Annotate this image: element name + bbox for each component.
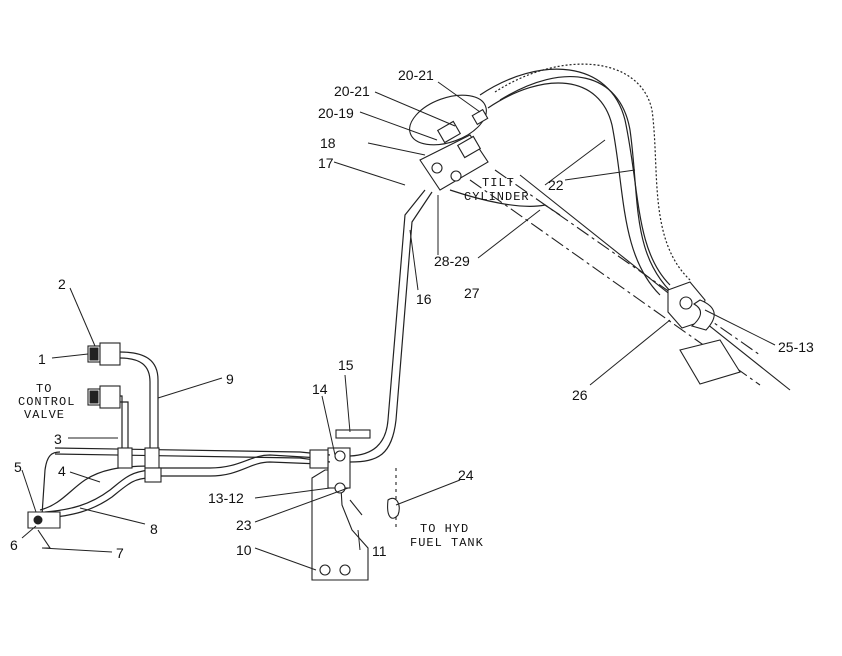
note-tilt-cylinder: TILT CYLINDER: [464, 176, 530, 204]
callout-7: 7: [116, 545, 124, 561]
callout-6: 6: [10, 537, 18, 553]
tube-16-17: [349, 189, 561, 463]
leader-lines: [21, 81, 776, 571]
mounting-bracket: [311, 429, 371, 581]
callout-18: 18: [320, 135, 336, 151]
note-tilt-cylinder-line-2: CYLINDER: [464, 190, 530, 204]
callout-26: 26: [572, 387, 588, 403]
callout-4: 4: [58, 463, 66, 479]
note-tilt-cylinder-line-1: TILT: [482, 176, 515, 190]
callout-23: 23: [236, 517, 252, 533]
callout-16: 16: [416, 291, 432, 307]
callout-25-13: 25-13: [778, 339, 814, 355]
tilt-cylinder-assembly: [409, 63, 791, 391]
callout-9: 9: [226, 371, 234, 387]
clip-5-6-7: [27, 511, 61, 549]
fittings-left: [87, 342, 121, 409]
callout-11: 11: [372, 543, 387, 559]
callout-8: 8: [150, 521, 158, 537]
callout-17: 17: [318, 155, 334, 171]
callout-2: 2: [58, 276, 66, 292]
callout-1: 1: [38, 351, 46, 367]
tubes-left: [39, 351, 331, 519]
callout-14: 14: [312, 381, 328, 397]
callout-20-21-left: 20-21: [334, 83, 370, 99]
note-fuel-tank-line-2: FUEL TANK: [410, 536, 484, 550]
callout-27: 27: [464, 285, 480, 301]
fuel-tank-fitting: [387, 468, 400, 530]
callout-24: 24: [458, 467, 474, 483]
callout-10: 10: [236, 542, 252, 558]
valve-block: [419, 108, 489, 191]
note-control-valve-line-1: TO: [36, 382, 52, 396]
callout-22: 22: [548, 177, 564, 193]
callout-13-12: 13-12: [208, 490, 244, 506]
callout-labels: 2 1 3 4 5 6 7 8 9 10 11 13-12 14 15 16 1…: [10, 67, 814, 561]
note-control-valve-line-3: VALVE: [24, 408, 65, 422]
note-fuel-tank-line-1: TO HYD: [420, 522, 469, 536]
callout-20-21-right: 20-21: [398, 67, 434, 83]
note-control-valve-line-2: CONTROL: [18, 395, 75, 409]
callout-28-29: 28-29: [434, 253, 470, 269]
callout-20-19: 20-19: [318, 105, 354, 121]
callout-15: 15: [338, 357, 354, 373]
note-hyd-fuel-tank: TO HYD FUEL TANK: [410, 522, 484, 550]
callout-5: 5: [14, 459, 22, 475]
callout-3: 3: [54, 431, 62, 447]
note-to-control-valve: TO CONTROL VALVE: [18, 382, 75, 422]
